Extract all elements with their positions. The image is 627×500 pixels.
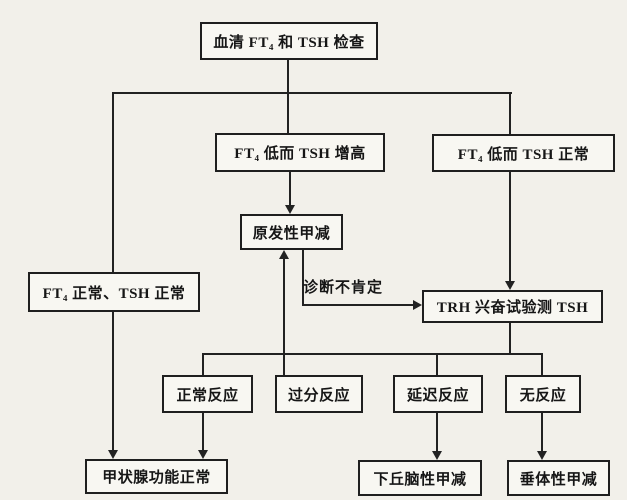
node-primary-hypothyroidism: 原发性甲减 — [240, 214, 343, 250]
edge-label-diagnosis-uncertain: 诊断不肯定 — [303, 280, 384, 296]
node-pituitary-hypothyroidism: 垂体性甲减 — [507, 460, 610, 496]
edge-branch-to-normal-response-line — [202, 353, 204, 375]
node-ft4-low-tsh-high: FT₄ 低而 TSH 增高 — [215, 133, 385, 172]
edge-delayed-to-hypothalamic-line — [436, 413, 438, 451]
edge-primary-to-trh-hline — [302, 304, 413, 306]
node-serum-ft4-tsh-test: 血清 FT₄ 和 TSH 检查 — [200, 22, 378, 60]
edge-excessive-to-primary-line — [283, 259, 285, 375]
node-ft4-low-tsh-normal: FT₄ 低而 TSH 正常 — [432, 134, 615, 172]
edge-tshnormal-to-trh-line — [509, 172, 511, 282]
edge-ft4normal-to-thyroidnormal-line — [112, 312, 114, 450]
edge-primary-to-trh-vline — [302, 250, 304, 305]
arrowhead-into-primary-hypo — [285, 205, 295, 214]
edge-normalresponse-to-thyroidnormal-line — [202, 413, 204, 450]
edge-noresponse-to-pituitary-line — [541, 413, 543, 451]
edge-branch-to-no-response-line — [541, 353, 543, 375]
arrowhead-into-pituitary-hypo — [537, 451, 547, 460]
node-ft4-normal-tsh-normal: FT₄ 正常、TSH 正常 — [28, 272, 200, 312]
arrowhead-into-trh-test — [413, 300, 422, 310]
edge-branch-to-ft4normal-line — [112, 92, 114, 272]
arrowhead-into-trh-test-top — [505, 281, 515, 290]
edge-branch-to-delayed-response-line — [436, 353, 438, 375]
arrowhead-into-thyroid-normal-right — [198, 450, 208, 459]
response-branch-line — [202, 353, 543, 355]
node-trh-stimulation-test: TRH 兴奋试验测 TSH — [422, 290, 603, 323]
node-delayed-response: 延迟反应 — [393, 375, 483, 413]
arrowhead-into-hypothalamic-hypo — [432, 451, 442, 460]
branch-line-top — [112, 92, 512, 94]
edge-branch-to-ft4low-tshhigh-line — [287, 92, 289, 133]
edge-branch-to-ft4low-tshnormal-line — [509, 92, 511, 134]
node-normal-response: 正常反应 — [162, 375, 253, 413]
arrowhead-up-into-primary-hypo — [279, 250, 289, 259]
node-thyroid-function-normal: 甲状腺功能正常 — [85, 459, 228, 494]
edge-tshhigh-to-primary-line — [289, 172, 291, 206]
node-hypothalamic-hypothyroidism: 下丘脑性甲减 — [358, 460, 482, 496]
node-excessive-response: 过分反应 — [275, 375, 363, 413]
arrowhead-into-thyroid-normal-left — [108, 450, 118, 459]
node-no-response: 无反应 — [505, 375, 581, 413]
edge-trh-to-response-branch-line — [509, 323, 511, 354]
edge-serumtest-to-branch-line — [287, 60, 289, 93]
